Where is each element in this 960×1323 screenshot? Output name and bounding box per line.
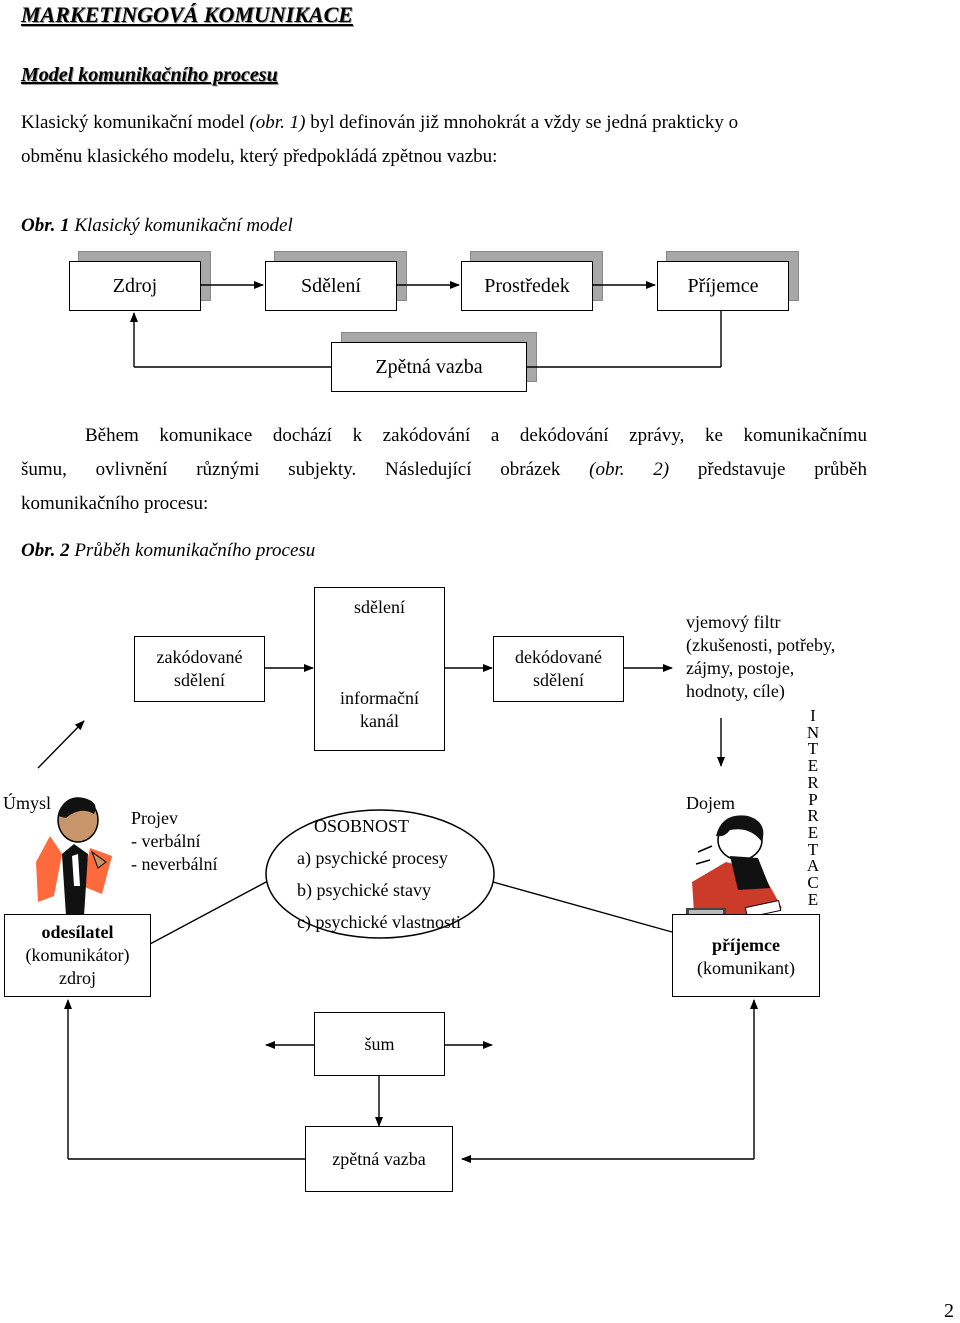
box-prostredek: Prostředek xyxy=(461,261,593,311)
box-sum: šum xyxy=(314,1012,445,1076)
osobnost-ellipse xyxy=(265,809,495,939)
osobnost-title: OSOBNOST xyxy=(314,816,410,836)
box-odesilatel: odesílatel (komunikátor) zdroj xyxy=(4,914,151,997)
osobnost-item: c) psychické vlastnosti xyxy=(297,912,461,932)
box-zpetna-vazba-2: zpětná vazba xyxy=(305,1126,453,1192)
figure-2-caption: Obr. 2 Průběh komunikačního procesu xyxy=(21,540,316,561)
dojem-label: Dojem xyxy=(686,793,735,813)
receiver-figure-icon xyxy=(686,815,782,924)
box-zdroj: Zdroj xyxy=(69,261,201,311)
section-title: Model komunikačního procesu xyxy=(21,64,278,86)
osobnost-item: b) psychické stavy xyxy=(297,880,431,900)
box-prijemce: Příjemce xyxy=(657,261,789,311)
sender-figure-icon xyxy=(36,797,112,930)
projev-text: Projev- verbální- neverbální xyxy=(131,808,218,874)
process-paragraph: Během komunikace dochází k zakódování a … xyxy=(21,425,867,514)
document-title: MARKETINGOVÁ KOMUNIKACE xyxy=(21,2,353,27)
umysl-label: Úmysl xyxy=(3,793,52,813)
intro-paragraph: Klasický komunikační model (obr. 1) byl … xyxy=(21,112,739,167)
box-sdeleni: Sdělení xyxy=(265,261,397,311)
page-number: 2 xyxy=(944,1300,954,1322)
osobnost-item: a) psychické procesy xyxy=(297,848,448,868)
vjemovy-filtr-text: vjemový filtr(zkušenosti, potřeby,zájmy,… xyxy=(686,612,836,701)
figure-1-caption: Obr. 1 Klasický komunikační model xyxy=(21,215,293,236)
box-zpetna-vazba: Zpětná vazba xyxy=(331,342,527,392)
box-prijemce-komunikant: příjemce (komunikant) xyxy=(672,914,820,997)
